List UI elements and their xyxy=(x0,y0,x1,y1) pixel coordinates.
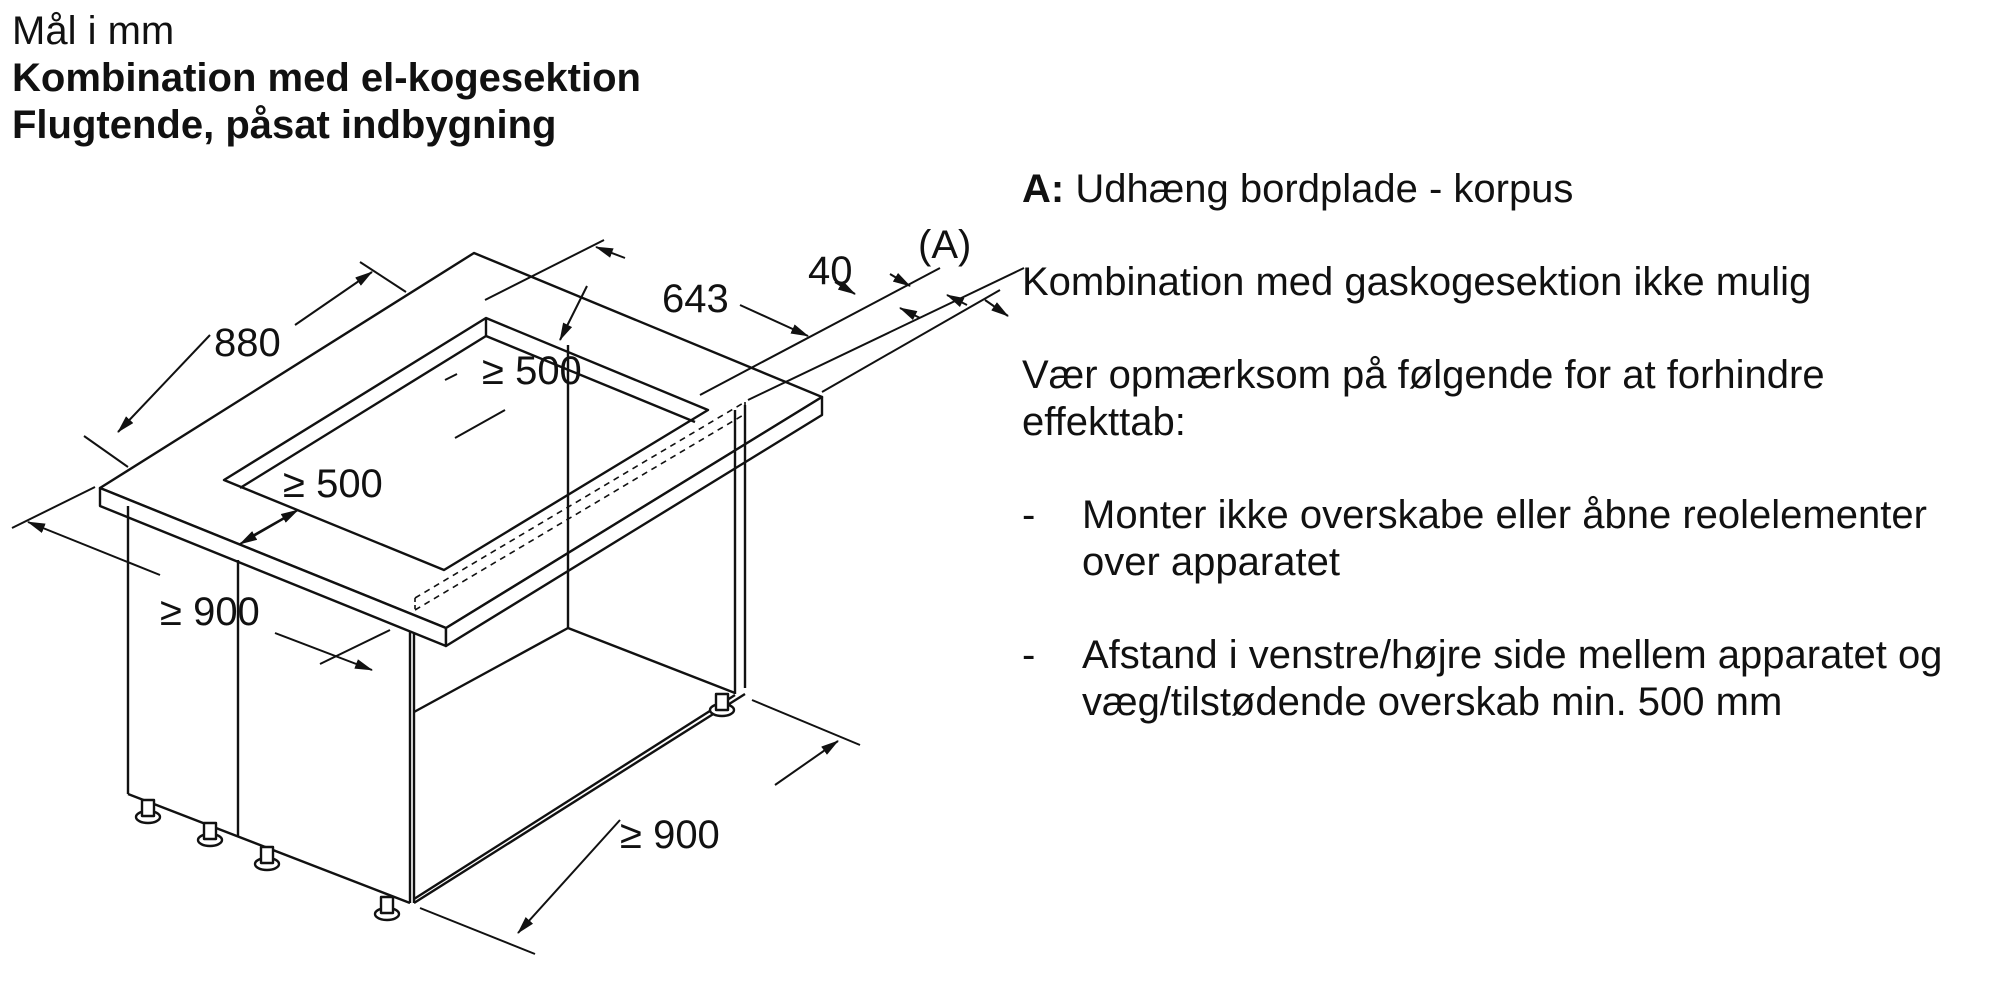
bullet-text: Afstand i venstre/højre side mellem appa… xyxy=(1082,633,1943,724)
countertop-side-edge xyxy=(444,395,824,648)
dim-cutout-width: ≥ 500 xyxy=(283,462,383,506)
dim-cutout-depth-visible: ≥ 500 xyxy=(482,349,582,393)
notes: A: Udhæng bordplade - korpus Kombination… xyxy=(1022,166,1982,726)
bullet-dash: - xyxy=(1022,633,1036,677)
warning-note: Vær opmærksom på følgende for at forhind… xyxy=(1022,353,1825,444)
feet xyxy=(134,692,736,922)
hob-cutout xyxy=(222,316,710,572)
note-a-key: A: xyxy=(1022,167,1065,211)
note-a-text: Udhæng bordplade - korpus xyxy=(1075,167,1574,211)
list-item: - Afstand i venstre/højre side mellem ap… xyxy=(1022,632,1982,726)
dim-40: 40 xyxy=(808,249,853,293)
dim-left-900: ≥ 900 xyxy=(160,590,260,634)
bullet-text: Monter ikke overskabe eller åbne reolele… xyxy=(1082,493,1927,584)
gas-note: Kombination med gaskogesektion ikke muli… xyxy=(1022,260,1812,304)
list-item: - Monter ikke overskabe eller åbne reole… xyxy=(1022,492,1982,586)
dim-880: 880 xyxy=(214,321,281,365)
subtitle: Flugtende, påsat indbygning xyxy=(12,103,557,147)
dim-643: 643 xyxy=(662,277,729,321)
cabinet xyxy=(98,251,824,922)
units-label: Mål i mm xyxy=(12,9,175,53)
title: Kombination med el-kogesektion xyxy=(12,56,641,100)
bullet-dash: - xyxy=(1022,493,1036,537)
dimension-lines xyxy=(11,239,1025,955)
cabinet-bottom-side xyxy=(413,692,746,905)
dim-a-marker: (A) xyxy=(918,223,971,267)
header: Mål i mm Kombination med el-kogesektion … xyxy=(12,8,641,149)
dim-bottom-900: ≥ 900 xyxy=(620,813,720,857)
dimension-labels: 880 643 40 (A) ≥ 500 ≥ 500 ≥ 900 ≥ 900 xyxy=(160,223,971,857)
note-a: A: Udhæng bordplade - korpus xyxy=(1022,166,1982,213)
